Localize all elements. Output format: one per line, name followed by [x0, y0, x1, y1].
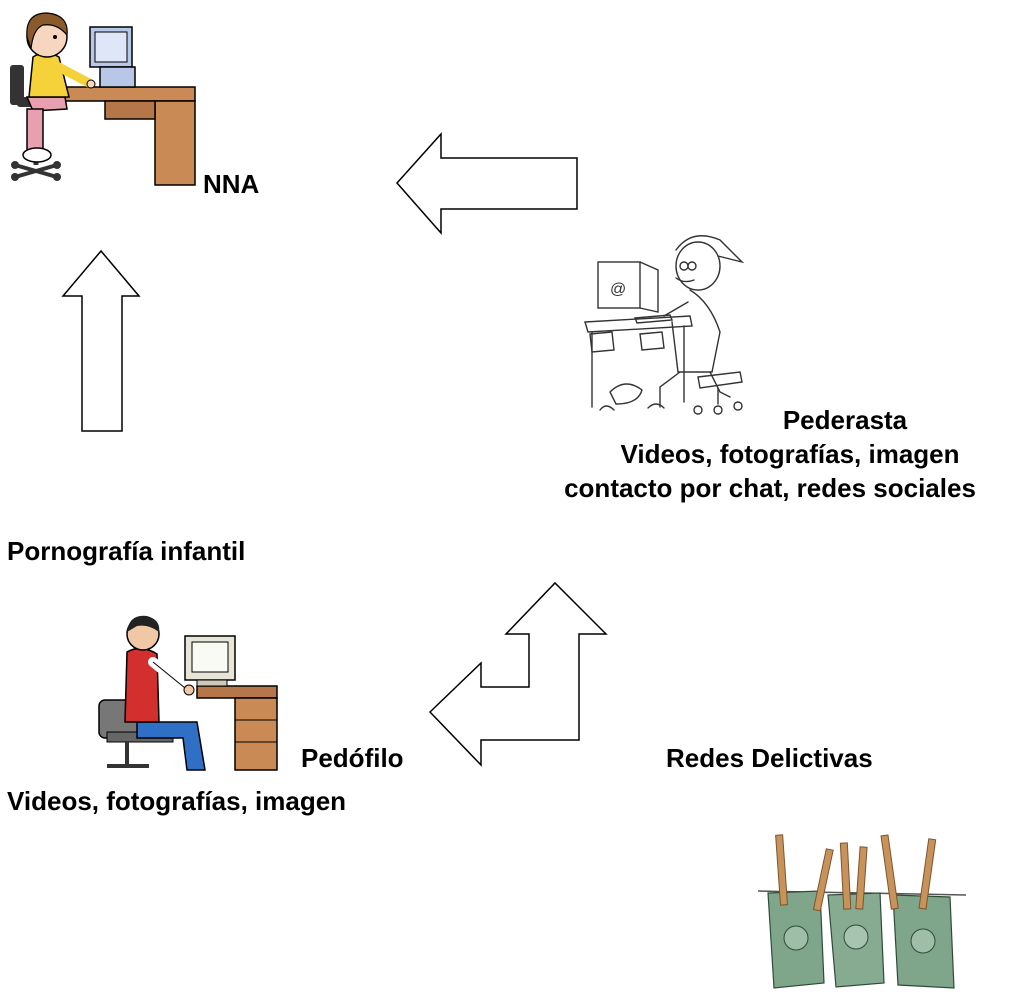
pedofilo-title: Pedófilo — [301, 743, 404, 773]
svg-text:@: @ — [610, 281, 626, 298]
girl-at-computer-icon — [10, 12, 196, 186]
pederasta-block: Pederasta Videos, fotografías, imagen co… — [515, 404, 1025, 505]
pedofilo-line1: Videos, fotografías, imagen — [7, 786, 347, 816]
hanging-money-icon — [757, 834, 967, 989]
left-arrow-icon — [395, 132, 578, 235]
pederasta-title: Pederasta — [782, 405, 908, 435]
pederasta-line2: contacto por chat, redes sociales — [564, 472, 976, 503]
bent-arrow-icon — [428, 581, 608, 767]
nna-label: NNA — [203, 169, 260, 199]
man-at-computer-icon — [98, 615, 278, 771]
up-arrow-icon — [61, 249, 141, 432]
pornografia-label: Pornografía infantil — [7, 536, 246, 566]
pederasta-line1: Videos, fotografías, imagen — [620, 438, 960, 469]
man-typing-sketch-icon: @ — [584, 235, 745, 415]
redes-label: Redes Delictivas — [666, 743, 873, 773]
